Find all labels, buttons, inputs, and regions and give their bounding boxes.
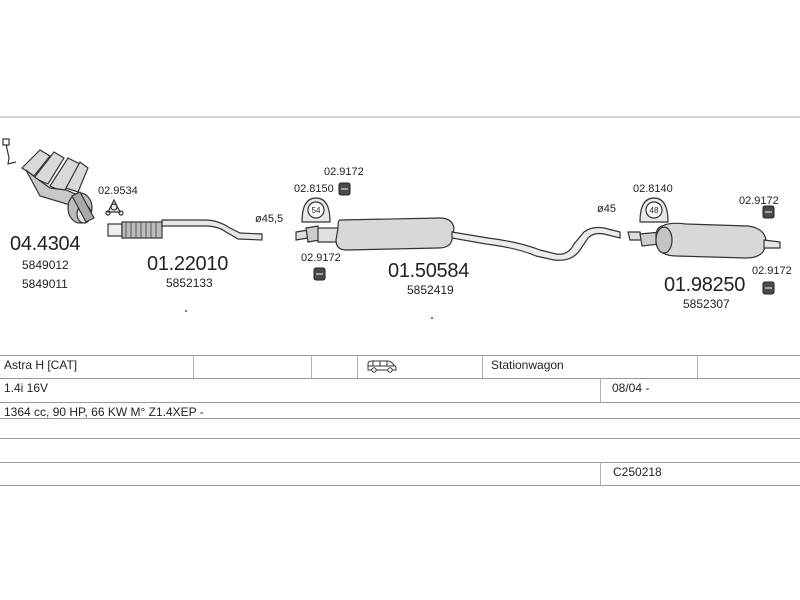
clamp-rear-drawing (639, 197, 669, 223)
engine-cell: 1.4i 16V (4, 381, 49, 395)
rear-silencer-drawing (627, 222, 781, 259)
van-icon (367, 360, 397, 373)
clamp-front-label: 02.8150 (294, 183, 334, 195)
table-divider (600, 462, 601, 485)
ref-center-silencer: 5852419 (407, 283, 454, 297)
ref-front-pipe: 5852133 (166, 276, 213, 290)
ref-rear-silencer: 5852307 (683, 297, 730, 311)
hanger-center-top-label: 02.9172 (324, 166, 364, 178)
front-pipe-drawing (107, 219, 263, 241)
body-type-cell: Stationwagon (491, 358, 564, 372)
part-number-rear-silencer: 01.98250 (664, 274, 746, 296)
center-silencer-drawing (295, 217, 621, 261)
table-divider (482, 355, 483, 378)
table-line (0, 355, 800, 356)
spec-cell: 1364 cc, 90 HP, 66 KW M° Z1.4XEP - (4, 405, 204, 419)
clamp-rear-badge: 48 (650, 206, 659, 215)
hanger-rear-bottom-label: 02.9172 (752, 265, 792, 277)
date-cell: 08/04 - (612, 381, 650, 395)
ref-manifold-1: 5849012 (22, 258, 69, 272)
part-number-manifold: 04.4304 (10, 233, 81, 255)
gasket-drawing (105, 198, 124, 216)
hanger-rear-top-label: 02.9172 (739, 195, 779, 207)
model-cell: Astra H [CAT] (4, 358, 78, 372)
diameter-rear: ø45 (597, 203, 616, 215)
table-line (0, 485, 800, 486)
manifold-drawing (2, 138, 95, 224)
table-divider (193, 355, 194, 378)
clamp-front-badge: 54 (312, 206, 321, 215)
table-divider (357, 355, 358, 378)
hanger-center-bottom-label: 02.9172 (301, 252, 341, 264)
code-cell: C250218 (613, 465, 662, 479)
table-divider (600, 378, 601, 402)
diameter-front: ø45,5 (255, 213, 284, 225)
ref-manifold-2: 5849011 (22, 277, 68, 291)
clamp-rear-label: 02.8140 (633, 183, 673, 195)
part-number-center-silencer: 01.50584 (388, 260, 470, 282)
table-line (0, 438, 800, 439)
table-line (0, 462, 800, 463)
table-line (0, 418, 800, 419)
table-line (0, 402, 800, 403)
table-divider (311, 355, 312, 378)
part-number-front-pipe: 01.22010 (147, 253, 229, 275)
table-divider (697, 355, 698, 378)
gasket-label: 02.9534 (98, 185, 138, 197)
table-line (0, 378, 800, 379)
clamp-front-drawing (301, 197, 331, 223)
